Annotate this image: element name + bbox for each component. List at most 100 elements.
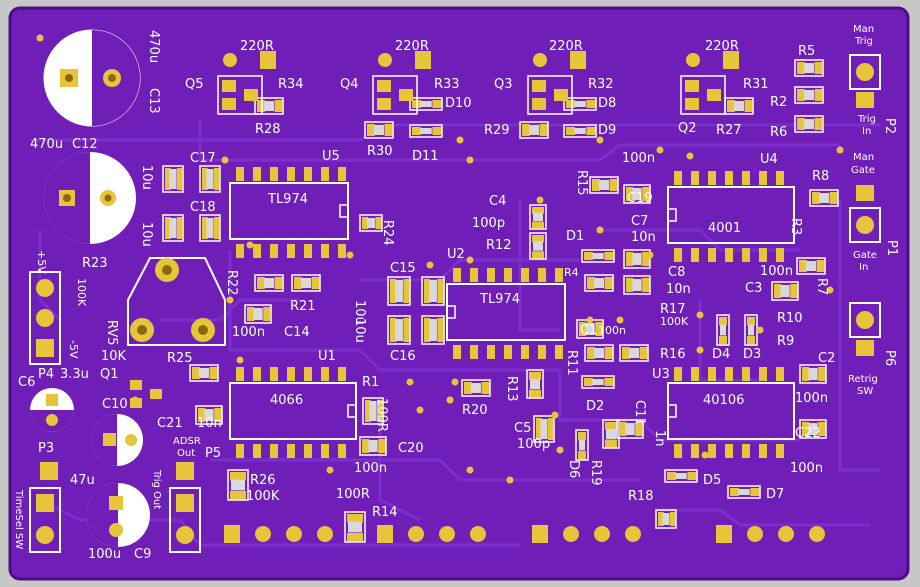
smd-pad [622, 347, 630, 359]
label-c21: C21 [157, 416, 183, 431]
smd-body [420, 128, 432, 134]
smd-component [362, 397, 384, 425]
label-100n-f: 100n [354, 461, 387, 476]
smd-pad [586, 100, 596, 108]
transistor-pad [222, 80, 236, 92]
smd-body [593, 278, 605, 288]
label-r15: R15 [574, 170, 589, 196]
label-u1: U1 [318, 349, 336, 364]
smd-pad [687, 472, 697, 480]
label-retrig-1: Retrig [848, 374, 878, 385]
ic-pin [270, 167, 278, 181]
smd-outline [227, 469, 249, 501]
smd-body [805, 261, 817, 271]
label-r7: R7 [814, 278, 829, 295]
via [416, 406, 424, 414]
connector-p6 [849, 302, 881, 356]
via [456, 136, 464, 144]
label-c4: C4 [489, 194, 506, 209]
connector-p3 [29, 487, 61, 553]
smd-pad [274, 100, 283, 112]
smd-body [574, 128, 586, 134]
smd-pad [604, 277, 613, 289]
ic-pin [236, 167, 244, 181]
label-220r-a: 220R [240, 39, 274, 54]
via [466, 156, 474, 164]
smd-pad [799, 260, 807, 272]
smd-pad [403, 279, 410, 303]
ic-pin [691, 171, 699, 185]
label-d7: D7 [766, 487, 784, 502]
smd-outline [619, 344, 649, 362]
smd-pad [595, 322, 603, 336]
ic-pin [725, 444, 733, 458]
smd-body [263, 101, 275, 111]
label-adsr-out-1: ADSR [173, 436, 201, 447]
smd-component [529, 232, 547, 260]
smd-component [387, 276, 411, 306]
smd-outline [409, 97, 443, 111]
label-q2: Q2 [678, 121, 697, 136]
smd-component [189, 364, 219, 382]
smd-pad [604, 378, 614, 386]
smd-pad [719, 336, 727, 345]
capacitor-c12 [44, 152, 136, 244]
smd-pad [347, 514, 363, 523]
label-r20: R20 [462, 403, 488, 418]
ic-pin [555, 268, 563, 282]
ic-pin [253, 444, 261, 458]
label-d10: D10 [445, 96, 472, 111]
smd-pad [198, 408, 206, 422]
header-pad [778, 526, 794, 542]
transistor-pad [377, 98, 391, 110]
label-c11: C11 [632, 400, 647, 426]
label-r6: R6 [770, 125, 787, 140]
label-d3: D3 [743, 347, 761, 362]
smd-outline [387, 276, 411, 306]
via [466, 256, 474, 264]
smd-outline [162, 214, 184, 242]
smd-component [344, 511, 366, 543]
label-4001: 4001 [708, 221, 741, 236]
label-c5: C5 [514, 421, 531, 436]
via [326, 466, 334, 474]
smd-body [632, 188, 642, 200]
smd-body [206, 218, 214, 238]
smd-component [716, 314, 730, 346]
smd-pad [390, 279, 397, 303]
via [556, 446, 564, 454]
smd-outline [794, 86, 824, 104]
ic-pin [521, 345, 529, 359]
label-r13: R13 [504, 376, 519, 402]
label-r14: R14 [372, 505, 398, 520]
label-p2: P2 [882, 118, 897, 134]
ic-pin [742, 444, 750, 458]
smd-body [574, 101, 586, 107]
smd-body [780, 285, 790, 297]
label-trig-out: Trig Out [151, 469, 162, 509]
smd-body [720, 324, 726, 336]
via [131, 396, 139, 404]
smd-component [409, 124, 443, 138]
transistor-pad [532, 98, 546, 110]
smd-pad [829, 192, 838, 204]
label-c15: C15 [390, 261, 416, 276]
smd-pad [177, 168, 183, 190]
smd-component [581, 375, 615, 389]
smd-component [162, 165, 184, 193]
via [536, 196, 544, 204]
label-100k-a: 100K [75, 278, 88, 307]
label-man-gate-2: Gate [851, 165, 875, 176]
smd-body [606, 428, 616, 440]
label-c7: C7 [631, 214, 648, 229]
ic-pin [321, 444, 329, 458]
smd-pad [604, 347, 613, 359]
smd-pad [727, 100, 735, 112]
capacitor-c13 [43, 29, 141, 127]
ic-pin [338, 444, 346, 458]
label-q1: Q1 [100, 367, 119, 382]
smd-pad [747, 317, 755, 326]
label-100n-c: 100n [232, 325, 265, 340]
smd-body [598, 180, 610, 190]
